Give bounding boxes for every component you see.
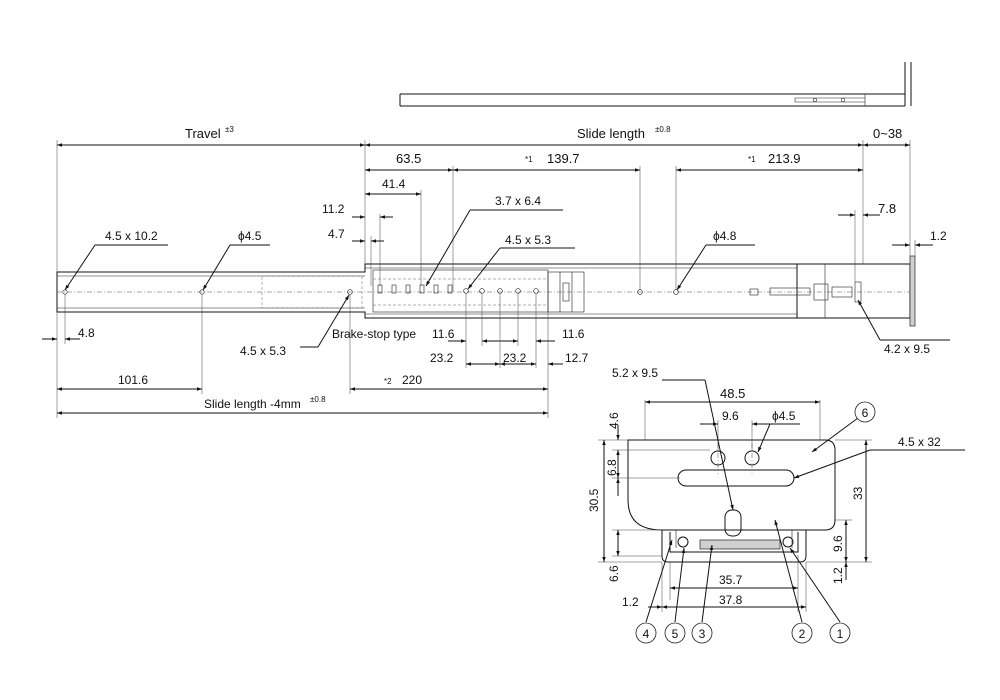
- balloon-3: 3: [691, 622, 713, 644]
- dim-48-5: 48.5: [720, 386, 745, 401]
- dim-4-2x9-5: 4.2 x 9.5: [884, 342, 930, 356]
- cross-section-dimension-text: 5.2 x 9.5 48.5 9.6 ϕ4.5 4.5 x 32 4.6 6.8…: [587, 366, 941, 609]
- slide-length-minus-tolerance: ±0.8: [310, 395, 326, 404]
- balloon-4: 4: [635, 622, 657, 644]
- note1-a: *1: [525, 155, 533, 164]
- part-balloons: 4 5 3 2 1 6: [635, 401, 876, 644]
- dim-30-5: 30.5: [587, 488, 601, 512]
- dim-101-6: 101.6: [118, 373, 148, 387]
- balloon-6: 6: [854, 401, 876, 423]
- dim-213-9: 213.9: [768, 151, 801, 166]
- dim-11-6-left: 11.6: [432, 327, 455, 341]
- brake-stop-type-label: Brake-stop type: [332, 327, 416, 341]
- dim-9-6-top: 9.6: [722, 409, 739, 423]
- bottom-dimension-lines: [42, 294, 950, 418]
- travel-tolerance: ±3: [225, 125, 234, 134]
- dim-4-5x5-3-top: 4.5 x 5.3: [505, 233, 551, 247]
- dim-139-7: 139.7: [547, 151, 580, 166]
- dim-5-2x9-5: 5.2 x 9.5: [612, 366, 658, 380]
- dim-35-7: 35.7: [719, 573, 743, 587]
- dim-23-2-right: 23.2: [503, 351, 527, 365]
- balloon-5-label: 5: [672, 627, 679, 641]
- balloon-6-label: 6: [862, 406, 869, 420]
- dim-23-2-left: 23.2: [430, 351, 454, 365]
- dim-12-7: 12.7: [565, 351, 589, 365]
- dim-220: 220: [402, 373, 422, 387]
- cross-section-dimension-lines: [598, 379, 965, 623]
- note1-b: *1: [748, 155, 756, 164]
- dim-4-7: 4.7: [328, 227, 345, 241]
- top-dimension-lines: [56, 140, 933, 292]
- main-rail-view: [56, 255, 916, 327]
- dim-4-8: 4.8: [78, 326, 95, 340]
- dim-37-8: 37.8: [719, 593, 743, 607]
- dim-33: 33: [851, 486, 865, 500]
- slide-length-label: Slide length: [577, 126, 645, 141]
- dim-phi-4-5-cross: ϕ4.5: [772, 409, 796, 423]
- balloon-2: 2: [791, 622, 813, 644]
- bottom-dimension-text: 4.8 4.5 x 5.3 Brake-stop type 11.6 11.6 …: [78, 326, 930, 411]
- dim-phi-4-8: ϕ4.8: [713, 229, 737, 243]
- dim-1-2-bottom: 1.2: [622, 595, 639, 609]
- dim-4-5x10-2: 4.5 x 10.2: [105, 229, 158, 243]
- dim-9-6-side: 9.6: [831, 535, 845, 552]
- extension-label: 0~38: [873, 126, 902, 141]
- cross-section-view: [627, 439, 836, 563]
- balloon-5: 5: [664, 622, 686, 644]
- dim-1-2-side: 1.2: [831, 567, 845, 584]
- dim-11-2: 11.2: [322, 202, 345, 216]
- dim-4-5x5-3-bottom: 4.5 x 5.3: [240, 344, 286, 358]
- dim-6-8: 6.8: [605, 459, 619, 476]
- note2: *2: [384, 377, 392, 386]
- balloon-4-label: 4: [643, 627, 650, 641]
- slide-length-tolerance: ±0.8: [655, 125, 671, 134]
- dim-63-5: 63.5: [396, 151, 421, 166]
- balloon-2-label: 2: [799, 627, 806, 641]
- dim-6-6: 6.6: [607, 565, 621, 582]
- balloon-1-label: 1: [837, 627, 844, 641]
- balloon-3-label: 3: [699, 627, 706, 641]
- dim-41-4: 41.4: [382, 177, 406, 191]
- dim-7-8: 7.8: [878, 201, 896, 216]
- slide-length-minus-label: Slide length -4mm: [204, 397, 301, 411]
- dim-4-6: 4.6: [607, 412, 621, 429]
- dim-3-7x6-4: 3.7 x 6.4: [495, 194, 541, 208]
- balloon-1: 1: [829, 622, 851, 644]
- top-dimension-text: Travel ±3 Slide length ±0.8 0~38 63.5 *1…: [105, 125, 947, 247]
- dim-4-5x32: 4.5 x 32: [898, 435, 941, 449]
- travel-label: Travel: [185, 126, 221, 141]
- top-side-view: [399, 62, 912, 107]
- dim-phi-4-5: ϕ4.5: [238, 229, 262, 243]
- dim-11-6-right: 11.6: [562, 327, 585, 341]
- dim-1-2-right: 1.2: [930, 229, 947, 243]
